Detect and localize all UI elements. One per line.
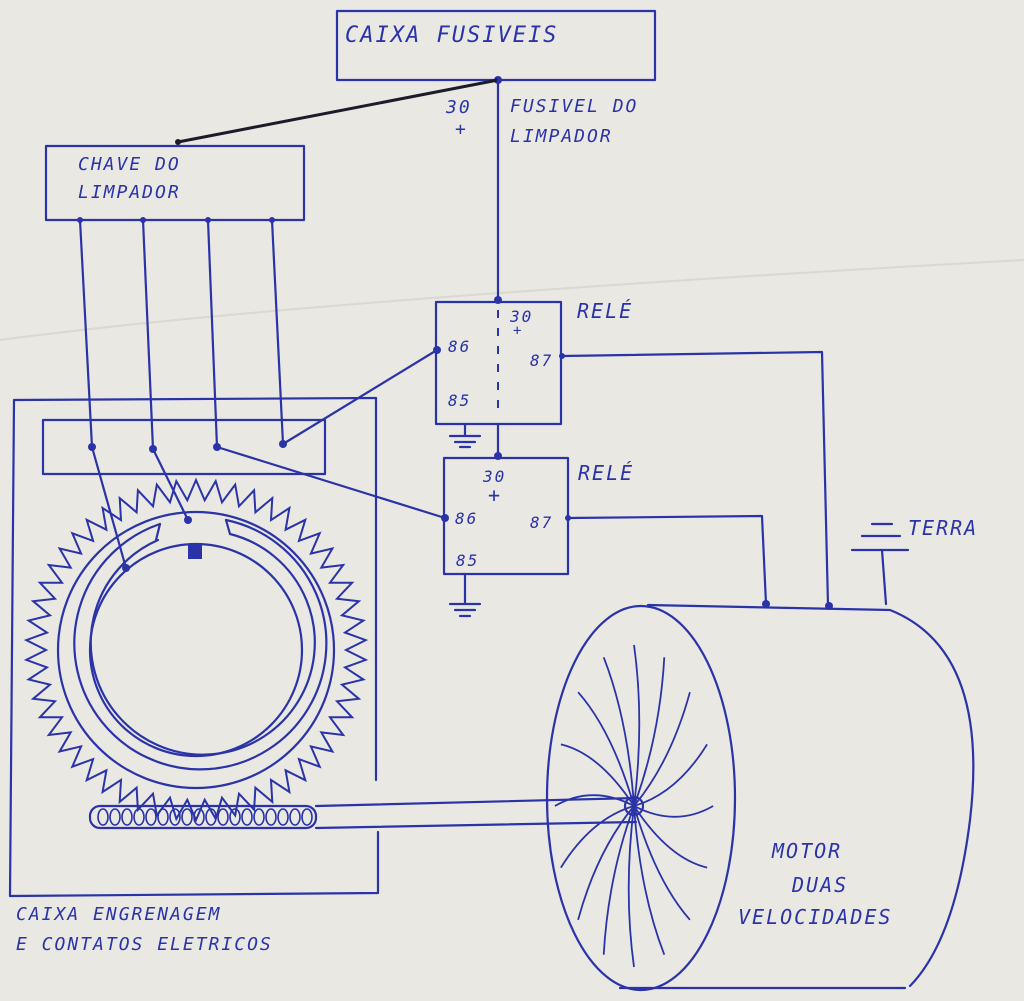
fuse-label-line1: FUSIVEL DO <box>510 96 638 117</box>
fan-spoke <box>627 805 635 968</box>
motor-end-cap <box>545 604 737 992</box>
worm-thread-turn <box>181 808 193 826</box>
contact-track-outer <box>73 518 328 771</box>
gearbox-label-line2: E CONTATOS ELETRICOS <box>16 934 273 955</box>
gear-teeth <box>23 477 369 823</box>
gearbox <box>8 396 638 898</box>
motor-label-line1: MOTOR <box>771 839 842 863</box>
ground-icon <box>850 522 910 552</box>
switch-feed-wire <box>177 78 499 144</box>
fuse-box-label: CAIXA FUSIVEIS <box>345 23 558 48</box>
wiper-switch-outline <box>44 144 306 222</box>
worm-thread-turn <box>133 808 145 826</box>
worm-thread-turn <box>97 808 109 826</box>
worm-thread-turn <box>205 808 217 826</box>
worm-thread-turn <box>289 808 301 826</box>
gear-ring <box>56 510 336 790</box>
ground-label: TERRA <box>908 516 978 540</box>
gear-wheel <box>23 477 369 823</box>
relay-1-pin-85: 85 <box>448 391 471 410</box>
motor-shaft-hub <box>623 795 645 817</box>
wiper-switch: CHAVE DO LIMPADOR <box>44 144 306 223</box>
relay-2-plus: + <box>488 483 502 507</box>
contact-strip <box>41 418 327 476</box>
relay-2-pin-85: 85 <box>456 551 479 570</box>
motor-label-line2: DUAS <box>791 873 848 897</box>
worm-thread-turn <box>241 808 253 826</box>
relay-2-pin-86: 86 <box>455 509 478 528</box>
relay-1-plus: + <box>513 323 523 339</box>
worm-thread-turn <box>157 808 169 826</box>
worm-thread-turn <box>121 808 133 826</box>
worm-thread-turn <box>301 808 313 826</box>
relay-2-ground-icon <box>448 572 482 618</box>
worm-thread-turn <box>169 808 181 826</box>
relay-2-pin-87: 87 <box>530 513 553 532</box>
relay-1-pin-30: 30 <box>509 307 533 326</box>
gear-hub <box>88 542 304 758</box>
relay-1: RELÉ 30 + 86 87 85 <box>433 299 633 449</box>
worm-thread-turn <box>229 808 241 826</box>
fan-spoke <box>633 644 641 807</box>
paper-fold <box>0 259 1024 341</box>
worm-thread-turn <box>253 808 265 826</box>
switch-wire-1 <box>78 218 128 570</box>
motor-shaft <box>314 796 638 830</box>
switch-wire-2 <box>141 218 190 522</box>
gearbox-label-line1: CAIXA ENGRENAGEM <box>16 904 221 925</box>
fuse-label-line2: LIMPADOR <box>510 126 613 147</box>
track-gap <box>154 518 232 542</box>
fan-spoke <box>602 805 635 955</box>
motor-body <box>646 603 975 988</box>
fuse-plus-sign: + <box>455 119 468 140</box>
relay-2-pin-30: 30 <box>482 467 506 486</box>
fan-spoke <box>633 657 666 807</box>
relay-1-pin-86: 86 <box>448 337 471 356</box>
wiper-contact <box>188 545 202 559</box>
ground-wire <box>880 548 888 606</box>
fan-spoke <box>602 656 635 807</box>
fan-spoke <box>577 805 635 921</box>
worm-gear-shaft <box>88 804 318 830</box>
motor-terminal-2 <box>762 600 770 608</box>
fan-spoke <box>633 805 708 869</box>
relay-2-title: RELÉ <box>578 461 634 485</box>
worm-thread-turn <box>277 808 289 826</box>
motor: MOTOR DUAS VELOCIDADES <box>545 603 975 992</box>
worm-thread-turn <box>217 808 229 826</box>
fan-spoke <box>633 805 691 921</box>
wiper-switch-line2: LIMPADOR <box>78 182 181 203</box>
gearbox-housing <box>8 396 380 898</box>
worm-thread <box>97 808 313 826</box>
relay-2: RELÉ 30 + 86 87 85 <box>441 456 634 618</box>
switch-feed-dot <box>175 139 181 145</box>
relay-1-pin-87: 87 <box>530 351 553 370</box>
wiper-switch-line1: CHAVE DO <box>78 154 181 175</box>
ground-terminal: TERRA <box>850 516 978 606</box>
switch-wire-4 <box>270 218 439 446</box>
relay-2-output-wire <box>566 514 768 606</box>
fan-spoke <box>633 691 691 807</box>
motor-label-line3: VELOCIDADES <box>738 905 892 929</box>
fan-spoke <box>633 805 666 956</box>
relay-1-ground-icon <box>448 422 482 449</box>
relay-1-output-wire <box>560 350 830 608</box>
switch-wire-3 <box>206 218 447 520</box>
worm-thread-turn <box>193 808 205 826</box>
motor-fan-spokes <box>554 644 714 968</box>
worm-thread-turn <box>145 808 157 826</box>
fuse-terminal-30: 30 <box>445 97 472 118</box>
worm-thread-turn <box>265 808 277 826</box>
fan-spoke <box>577 691 635 807</box>
relay-1-title: RELÉ <box>577 299 633 323</box>
worm-thread-turn <box>109 808 121 826</box>
fan-spoke <box>560 743 635 807</box>
